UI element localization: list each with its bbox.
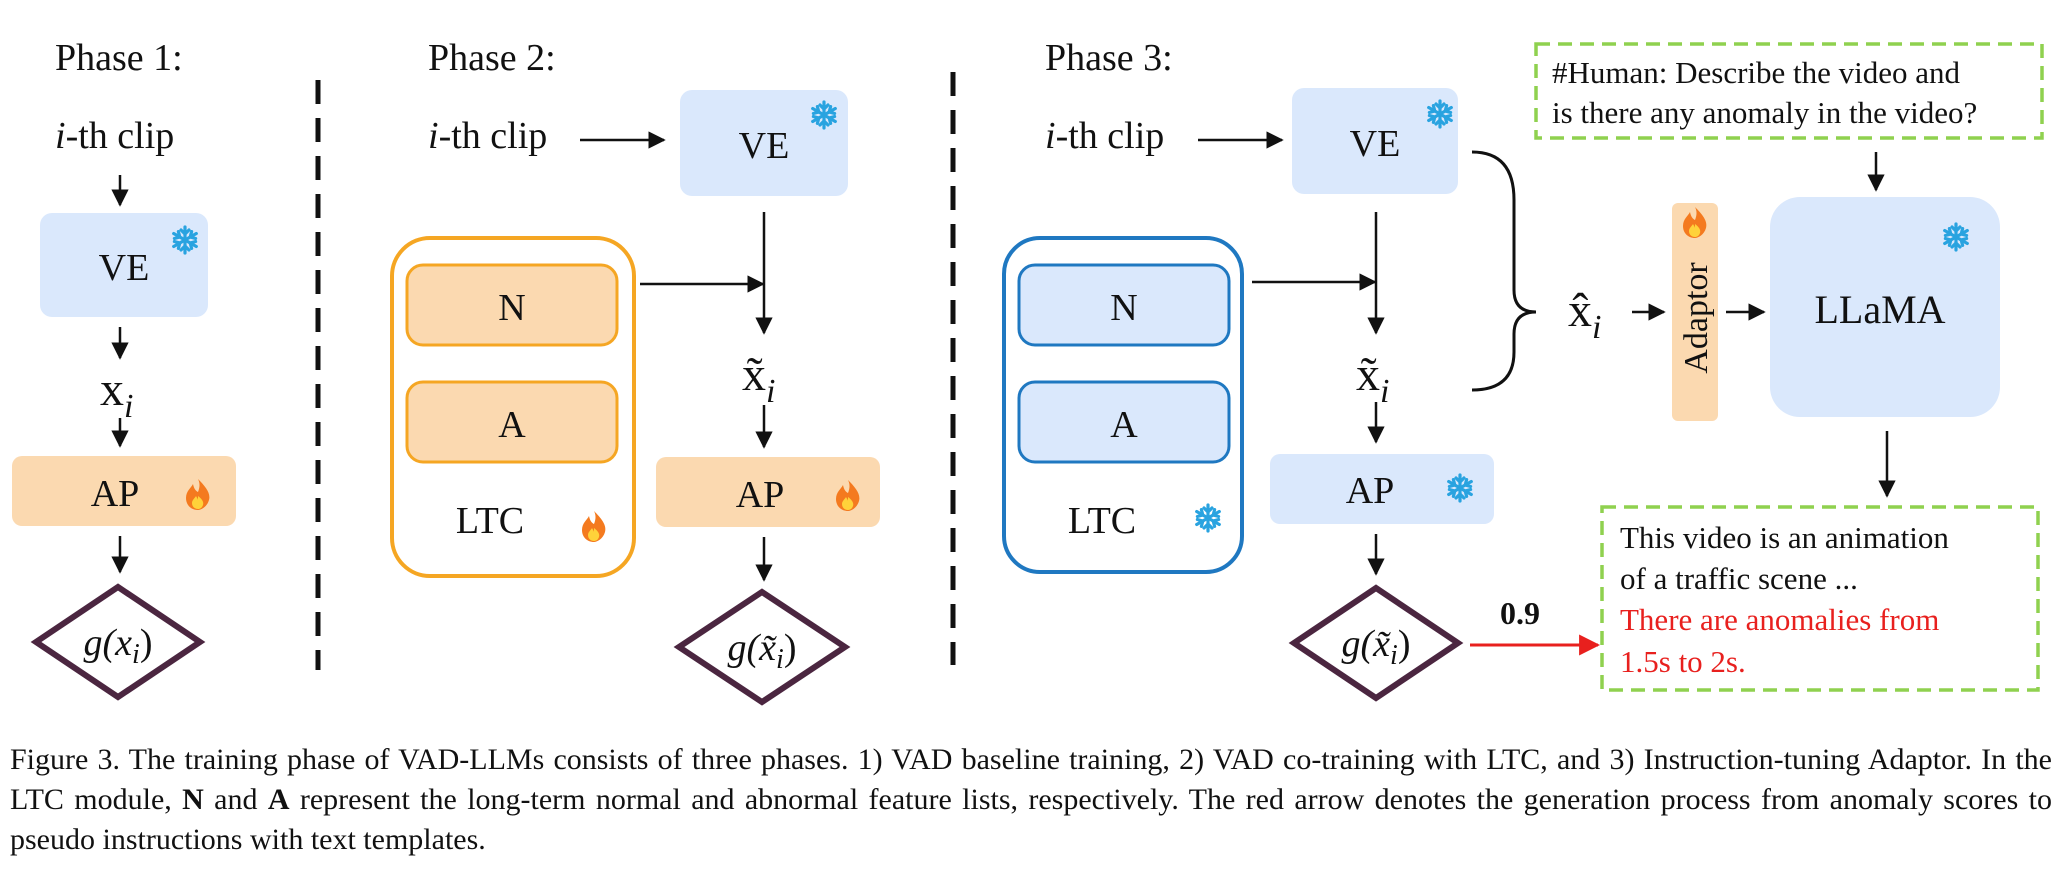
phase-1-title: Phase 1: [55, 37, 183, 79]
phase-3-ve-block: VE [1292, 88, 1458, 194]
merge-brace [1471, 150, 1537, 392]
phase-2-ap-label: AP [736, 474, 785, 516]
phase-3-feature: x̃i [1356, 348, 1389, 410]
phase-2-ve-label: VE [739, 125, 790, 167]
phase-1-clip-label: i-th clip [55, 115, 174, 157]
caption-and: and [203, 783, 268, 816]
phase-2-ltc-label: LTC [456, 500, 524, 542]
output-response-box: This video is an animation of a traffic … [1600, 505, 2040, 692]
output-line-2: of a traffic scene ... [1620, 561, 1858, 596]
phase-2: Phase 2: i-th clip VE N A LTC x̃i AP [390, 37, 880, 706]
human-prompt-line-1: #Human: Describe the video and [1552, 55, 1961, 90]
human-prompt-box: #Human: Describe the video and is there … [1534, 42, 2044, 140]
phase-3-ve-label: VE [1350, 123, 1401, 165]
phase-1-gate-label: g(xi) [84, 622, 153, 670]
phase-1-gate-diamond: g(xi) [30, 583, 206, 701]
phase-3-clip-label: i-th clip [1045, 115, 1164, 157]
phase-2-gate-diamond: g(x̃i) [673, 588, 851, 706]
phase-2-ltc-module: N A LTC [390, 236, 636, 578]
phase-3-ap-label: AP [1346, 470, 1395, 512]
phase-2-title: Phase 2: [428, 37, 556, 79]
phase-1-ap-label: AP [91, 473, 140, 515]
phase-2-gate-label: g(x̃i) [728, 627, 797, 675]
caption-abnormal-symbol: A [267, 783, 290, 816]
anomaly-score: 0.9 [1500, 595, 1540, 631]
phase-3-ltc-module: N A LTC [1002, 236, 1244, 574]
adaptor-block: Adaptor [1672, 203, 1718, 421]
phase-2-ve-block: VE [680, 90, 848, 196]
llama-label: LLaMA [1814, 287, 1945, 332]
phase-2-abnormal-list: A [498, 404, 526, 446]
output-line-1: This video is an animation [1620, 520, 1949, 555]
phase-2-ap-block: AP [656, 457, 880, 527]
phase-1-feature: xi [100, 363, 133, 425]
output-line-3: There are anomalies from [1620, 602, 1939, 637]
caption-figure-number: Figure 3. [10, 743, 121, 776]
human-prompt-line-2: is there any anomaly in the video? [1552, 95, 1977, 130]
phase-1-ve-label: VE [99, 247, 150, 289]
phase-3-fused-feature: x̂i [1568, 284, 1601, 346]
phase-2-normal-list: N [498, 287, 525, 329]
output-line-4: 1.5s to 2s. [1620, 644, 1746, 679]
caption-normal-symbol: N [182, 783, 204, 816]
phase-3-abnormal-list: A [1110, 404, 1138, 446]
phase-2-clip-label: i-th clip [428, 115, 547, 157]
phase-1: Phase 1: i-th clip VE xi AP g(xi) [12, 37, 236, 701]
figure-caption: Figure 3. The training phase of VAD-LLMs… [10, 740, 2052, 860]
phase-3-normal-list: N [1110, 287, 1137, 329]
caption-text-part-1: The training phase of VAD-LLMs consists … [10, 743, 2052, 816]
phase-3-gate-diamond: g(x̃i) [1288, 584, 1464, 702]
phase-3-gate-label: g(x̃i) [1342, 623, 1411, 671]
adaptor-label: Adaptor [1678, 262, 1715, 374]
phase-1-ap-block: AP [12, 456, 236, 526]
phase-2-feature: x̃i [742, 348, 775, 410]
caption-text-part-2: represent the long-term normal and abnor… [10, 783, 2052, 856]
phase-3-ltc-label: LTC [1068, 500, 1136, 542]
phase-1-ve-block: VE [40, 213, 208, 317]
llama-block: LLaMA [1770, 197, 2000, 417]
phase-3: Phase 3: i-th clip VE N A LTC x̃i AP [1002, 37, 2044, 702]
phase-3-ap-block: AP [1270, 454, 1494, 524]
phase-3-title: Phase 3: [1045, 37, 1173, 79]
